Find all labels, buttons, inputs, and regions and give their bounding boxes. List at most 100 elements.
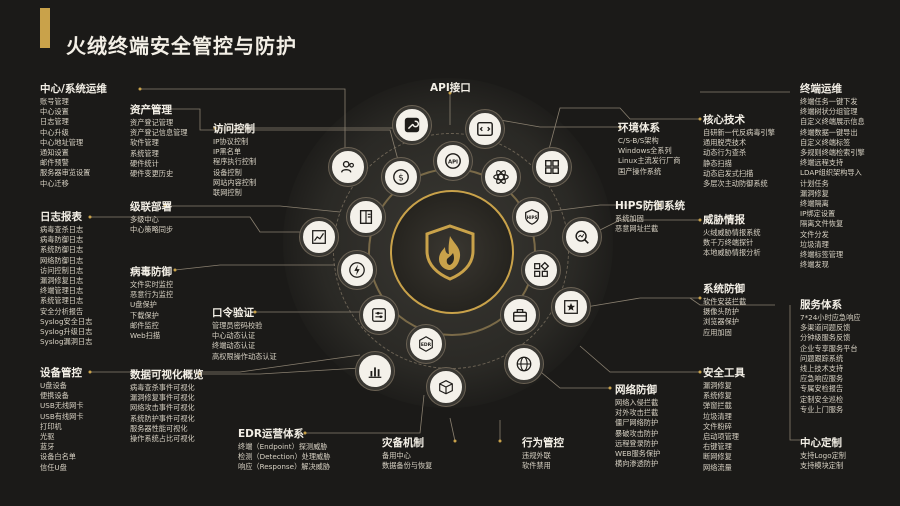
list-item: 中心迁移 bbox=[40, 178, 69, 188]
grid-icon bbox=[545, 160, 559, 174]
list-item: LDAP组织架构导入 bbox=[800, 168, 862, 178]
dataviz-node[interactable] bbox=[356, 352, 394, 390]
list-item: 终端标签管理 bbox=[800, 250, 844, 260]
tools-node[interactable] bbox=[501, 296, 539, 334]
network-node[interactable] bbox=[505, 345, 543, 383]
env-node[interactable] bbox=[533, 148, 571, 186]
list-item: 系统修复 bbox=[703, 391, 732, 401]
virus-node[interactable] bbox=[338, 251, 376, 289]
sysdef-node[interactable] bbox=[522, 251, 560, 289]
edr-block: EDR运营体系 终端（Endpoint）探测威胁检测（Detection）处理威… bbox=[238, 427, 330, 473]
terminal-ops-block: 终端运维 终端任务一键下发终端树状分组管理自定义终端展示信息终端数据一键导出自定… bbox=[800, 82, 865, 270]
list-item: 问题跟踪系统 bbox=[800, 353, 844, 363]
list-item: 病毒查杀日志 bbox=[40, 225, 84, 234]
list-item: 横向渗透防护 bbox=[615, 459, 659, 469]
list-item: C/S-B/S架构 bbox=[618, 136, 659, 145]
device-control-heading: 设备管控 bbox=[40, 367, 82, 379]
list-item: 服务器性能可视化 bbox=[130, 423, 188, 433]
network-defense-heading: 网络防御 bbox=[615, 384, 657, 396]
service-heading: 服务体系 bbox=[800, 299, 842, 311]
list-item: Syslog升级日志 bbox=[40, 327, 93, 337]
list-item: 设备白名单 bbox=[40, 452, 76, 462]
list-item: 设备控制 bbox=[213, 167, 242, 177]
chart-icon bbox=[312, 230, 326, 244]
list-item: 网站内容控制 bbox=[213, 177, 257, 187]
list-item: 响应（Response）解决威胁 bbox=[238, 462, 331, 472]
list-item: 7*24小时应急响应 bbox=[800, 313, 861, 322]
lightning-icon bbox=[349, 262, 365, 278]
list-item: 邮件预警 bbox=[40, 158, 69, 168]
hips-node[interactable]: HIPS bbox=[513, 198, 551, 236]
list-item: 下载保护 bbox=[130, 310, 159, 320]
terminal-ops-heading: 终端运维 bbox=[800, 83, 842, 95]
system-defense-block: 系统防御 软件安装拦截摄像头防护浏览器保护应用加固 bbox=[703, 282, 746, 338]
asset-node[interactable]: $ bbox=[382, 158, 420, 196]
cascade-heading: 级联部署 bbox=[130, 201, 172, 213]
threat-intel-heading: 威胁情报 bbox=[703, 214, 745, 226]
center-node[interactable] bbox=[329, 148, 367, 186]
api-block: API接口 bbox=[430, 81, 471, 96]
list-item: 服务器审览设置 bbox=[40, 168, 91, 178]
list-item: 对外攻击拦截 bbox=[615, 408, 659, 418]
access-node[interactable]: API bbox=[434, 142, 472, 180]
edr-node[interactable]: EDR bbox=[407, 325, 445, 363]
service-node[interactable] bbox=[552, 288, 590, 326]
list-item: 终端管理日志 bbox=[40, 286, 84, 296]
core-tech-block: 核心技术 自研新一代反病毒引擎通用脱壳技术动态行为查杀静态扫描动态启发式扫描多层… bbox=[703, 113, 775, 189]
list-item: 终端发现 bbox=[800, 260, 829, 270]
list-item: 多层次主动防御系统 bbox=[703, 179, 768, 189]
list-item: 终端树状分组管理 bbox=[800, 107, 858, 117]
cascade-node[interactable] bbox=[347, 198, 385, 236]
edr-heading: EDR运营体系 bbox=[238, 428, 304, 440]
core-node[interactable] bbox=[482, 158, 520, 196]
list-item: 系统管理 bbox=[130, 148, 159, 158]
center-ops-block: 中心/系统运维 账号管理中心设置日志管理中心升级中心地址管理通知设置邮件预警服务… bbox=[40, 82, 107, 189]
list-item: 访问控制日志 bbox=[40, 265, 84, 275]
terminal-node[interactable] bbox=[466, 110, 504, 148]
log-node[interactable] bbox=[300, 218, 338, 256]
list-item: Linux主流发行厂商 bbox=[618, 156, 681, 166]
list-item: 自定义终端标签 bbox=[800, 137, 851, 147]
list-item: 系统防御日志 bbox=[40, 245, 84, 255]
security-tools-heading: 安全工具 bbox=[703, 367, 745, 379]
core-tech-heading: 核心技术 bbox=[703, 114, 745, 126]
list-item: 终端（Endpoint）探测威胁 bbox=[238, 442, 328, 451]
disaster-node[interactable] bbox=[427, 368, 465, 406]
list-item: 多规则终端检索引擎 bbox=[800, 148, 865, 158]
hips-heading: HIPS防御系统 bbox=[615, 200, 685, 212]
list-item: 资产登记信息管理 bbox=[130, 128, 188, 138]
list-item: USB无线网卡 bbox=[40, 401, 84, 411]
svg-text:EDR: EDR bbox=[421, 342, 432, 348]
dataviz-heading: 数据可视化概览 bbox=[130, 369, 204, 381]
svg-text:$: $ bbox=[398, 174, 404, 184]
code-window-icon bbox=[477, 121, 493, 137]
list-item: 系统管理日志 bbox=[40, 296, 84, 306]
list-item: 中心升级 bbox=[40, 127, 69, 137]
threat-intel-block: 威胁情报 火绒威胁情报系统数千万终端探针本地威胁情报分析 bbox=[703, 213, 761, 259]
list-item: U盘保护 bbox=[130, 300, 157, 310]
list-item: 企业专享服务平台 bbox=[800, 343, 858, 353]
list-item: 数据备份与恢复 bbox=[382, 461, 433, 471]
list-item: 浏览器保护 bbox=[703, 317, 739, 327]
system-defense-heading: 系统防御 bbox=[703, 283, 745, 295]
api-node[interactable] bbox=[393, 106, 431, 144]
list-item: 漏洞修复 bbox=[800, 188, 829, 198]
list-item: 管理员密码校验 bbox=[212, 321, 263, 330]
star-frame-icon bbox=[564, 300, 578, 314]
list-item: 僵尸网络防护 bbox=[615, 418, 659, 428]
password-heading: 口令验证 bbox=[212, 307, 254, 319]
list-item: 恶意网址拦截 bbox=[615, 224, 659, 234]
list-item: 文件粉碎 bbox=[703, 421, 732, 431]
list-item: 应急响应服务 bbox=[800, 374, 844, 384]
threat-node[interactable] bbox=[563, 218, 601, 256]
list-item: 程序执行控制 bbox=[213, 157, 257, 167]
list-item: 恶意行为监控 bbox=[130, 290, 174, 300]
log-report-block: 日志报表 病毒查杀日志病毒防御日志系统防御日志网络防御日志访问控制日志漏洞修复日… bbox=[40, 210, 92, 347]
list-item: 日志管理 bbox=[40, 117, 69, 127]
list-item: 邮件监控 bbox=[130, 320, 159, 330]
hips-block: HIPS防御系统 系统加固恶意网址拦截 bbox=[615, 199, 685, 234]
list-item: U盘设备 bbox=[40, 381, 67, 390]
password-node[interactable] bbox=[360, 296, 398, 334]
bar-chart-icon bbox=[368, 367, 382, 378]
